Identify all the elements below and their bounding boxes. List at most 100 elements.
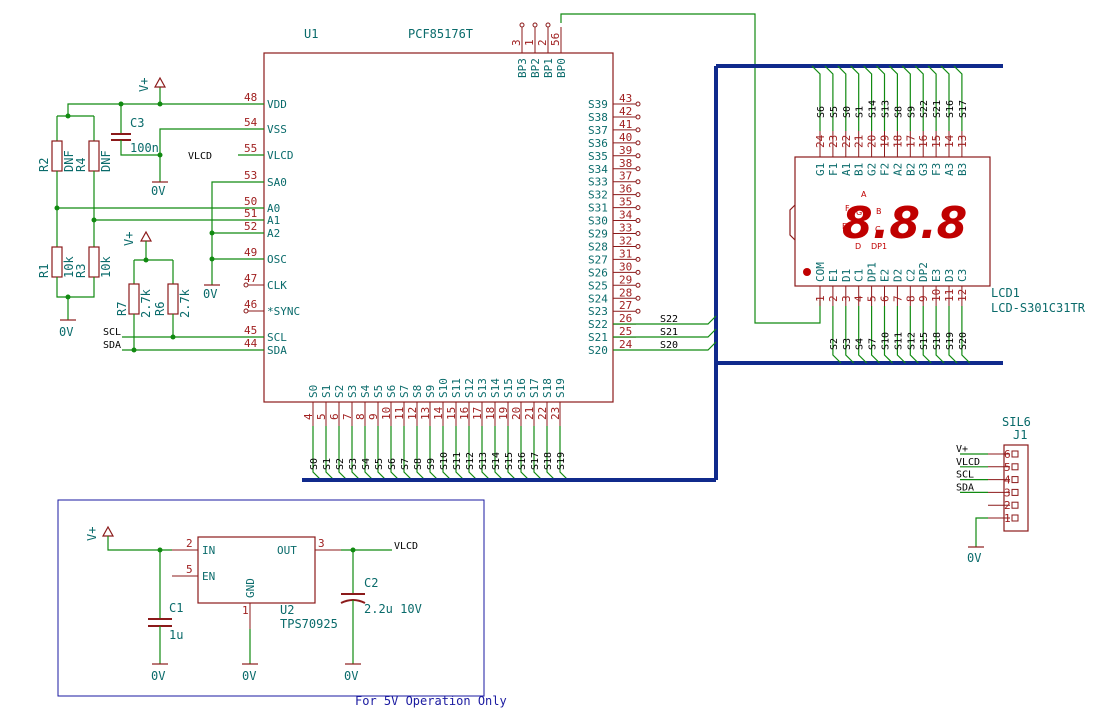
lcd-pin-name: G1 <box>814 163 827 176</box>
u1-pin-name: S31 <box>588 202 608 215</box>
r2-body <box>51 140 63 172</box>
u1-bottom-wire <box>377 426 387 481</box>
u1-pin-name: S38 <box>588 111 608 124</box>
u1-pin-number: 47 <box>244 272 257 285</box>
u1-pin-name: S3 <box>346 385 359 398</box>
lcd-pin-number: 3 <box>840 295 853 302</box>
lcd-top-net-label: S1 <box>855 106 866 118</box>
c1-ref: C1 <box>169 601 183 615</box>
u1-bottom-wire <box>429 426 439 481</box>
net-label-s20: S20 <box>660 340 678 351</box>
u1-pin-nc-marker <box>519 22 525 28</box>
u1-driver: U1 PCF85176T VDD48VSS54VLCD55SA053A050A1… <box>238 22 641 481</box>
u1-bottom-net-label: S5 <box>374 458 385 470</box>
lcd-bottom-wire <box>935 306 945 364</box>
u1-pin-number: 22 <box>536 407 549 420</box>
u1-pin-number: 40 <box>619 131 632 144</box>
u1-pin-name: S24 <box>588 292 608 305</box>
lcd-top-wire <box>850 65 860 131</box>
u1-bottom-wire <box>351 426 361 481</box>
u1-pin-number: 2 <box>536 39 549 46</box>
u1-pin-name: BP2 <box>529 58 542 78</box>
lcd-pin-name: COM <box>814 262 827 282</box>
lcd-pin-number: 17 <box>904 135 917 148</box>
u1-pin-name: S4 <box>359 384 372 398</box>
u1-pin-name: S1 <box>320 385 333 398</box>
u1-bottom-wire <box>533 426 543 481</box>
gnd-label-addr: 0V <box>59 325 73 339</box>
lcd-pin-name: F2 <box>879 163 892 176</box>
j1-net-label: SCL <box>956 470 974 481</box>
u1-pin-nc-marker <box>635 231 641 236</box>
lcd-pin-name: D2 <box>891 269 904 282</box>
lcd-bottom-net-label: S11 <box>893 332 904 350</box>
gnd-label-c2: 0V <box>344 669 358 683</box>
r6-ref: R6 <box>153 302 167 316</box>
u1-pin-name: S13 <box>476 378 489 398</box>
u1-pin-name: S2 <box>333 385 346 398</box>
lcd-top-wire <box>914 65 924 131</box>
u1-bottom-wire <box>442 426 452 481</box>
u1-pin-number: 54 <box>244 116 258 129</box>
lcd-segment-letter: G <box>856 208 862 217</box>
r4-value: DNF <box>99 150 113 172</box>
u1-pin-nc-marker <box>635 205 641 211</box>
u1-pin-number: 8 <box>354 413 367 420</box>
u1-pin-nc-marker <box>635 282 641 288</box>
vplus-reg-label: V+ <box>85 527 99 541</box>
u1-bottom-net-label: S8 <box>413 458 424 470</box>
bp0-com-wire <box>560 13 821 324</box>
u1-bottom-net-label: S1 <box>322 458 333 470</box>
lcd-bottom-net-label: S18 <box>932 332 943 350</box>
u1-pin-number: 50 <box>244 195 257 208</box>
u1-pin-name: OSC <box>267 253 287 266</box>
u1-pin-number: 14 <box>432 406 445 420</box>
u1-s20-s22-wires: S22 S21 S20 <box>613 314 717 351</box>
vplus-pullup-symbol <box>139 230 153 242</box>
lcd-pin-number: 16 <box>917 135 930 148</box>
u1-pin-name: S19 <box>554 378 567 398</box>
u1-bottom-net-label: S4 <box>361 458 372 470</box>
u1-bottom-net-label: S10 <box>439 452 450 470</box>
u1-pin-number: 36 <box>619 183 632 196</box>
u1-pin-name: S17 <box>528 378 541 398</box>
lcd-pin-number: 2 <box>827 295 840 302</box>
lcd-pin-number: 23 <box>827 135 840 148</box>
lcd-pin-name: B3 <box>956 163 969 176</box>
lcd-pin-name: G2 <box>866 163 879 176</box>
u1-pin-number: 33 <box>619 222 632 235</box>
lcd-segment-letter: E <box>842 222 847 231</box>
lcd-pin-number: 5 <box>866 295 879 302</box>
j1-net-label: SDA <box>956 482 974 493</box>
r2-value: DNF <box>62 150 76 172</box>
u1-pin-name: S11 <box>450 378 463 398</box>
u1-pin-number: 21 <box>523 407 536 420</box>
u2-pin-en-num: 5 <box>186 563 193 576</box>
address-and-supply-network: V+ R2 DNF R4 DNF C3 100n 0V VLCD 0V <box>37 76 264 353</box>
u1-pin-nc-marker <box>635 192 641 198</box>
lcd-bottom-net-label: S4 <box>855 338 866 350</box>
u1-pin-name: S12 <box>463 378 476 398</box>
u1-pin-nc-marker <box>635 127 641 133</box>
u1-bottom-net-label: S3 <box>348 458 359 470</box>
u2-pin-gnd-num: 1 <box>242 604 249 617</box>
c2-ref: C2 <box>364 576 378 590</box>
u2-pin-in-num: 2 <box>186 537 193 550</box>
lcd-bottom-wire <box>832 306 842 364</box>
u1-pin-number: 23 <box>549 407 562 420</box>
net-label-vlcd-reg: VLCD <box>394 541 418 552</box>
u1-pin-number: 15 <box>445 407 458 420</box>
u1-pin-name: A1 <box>267 214 280 227</box>
lcd-bottom-net-label: S19 <box>945 332 956 350</box>
u2-pin-out: OUT <box>277 544 297 557</box>
u1-pin-nc-marker <box>635 308 641 314</box>
u1-pin-name: S18 <box>541 378 554 398</box>
j1-pin-number: 2 <box>1004 499 1011 512</box>
u1-pin-name: A0 <box>267 202 280 215</box>
u1-bottom-net-label: S11 <box>452 452 463 470</box>
u1-pin-nc-marker <box>635 269 641 275</box>
j1-body <box>1003 444 1029 532</box>
u1-pin-number: 49 <box>244 246 257 259</box>
